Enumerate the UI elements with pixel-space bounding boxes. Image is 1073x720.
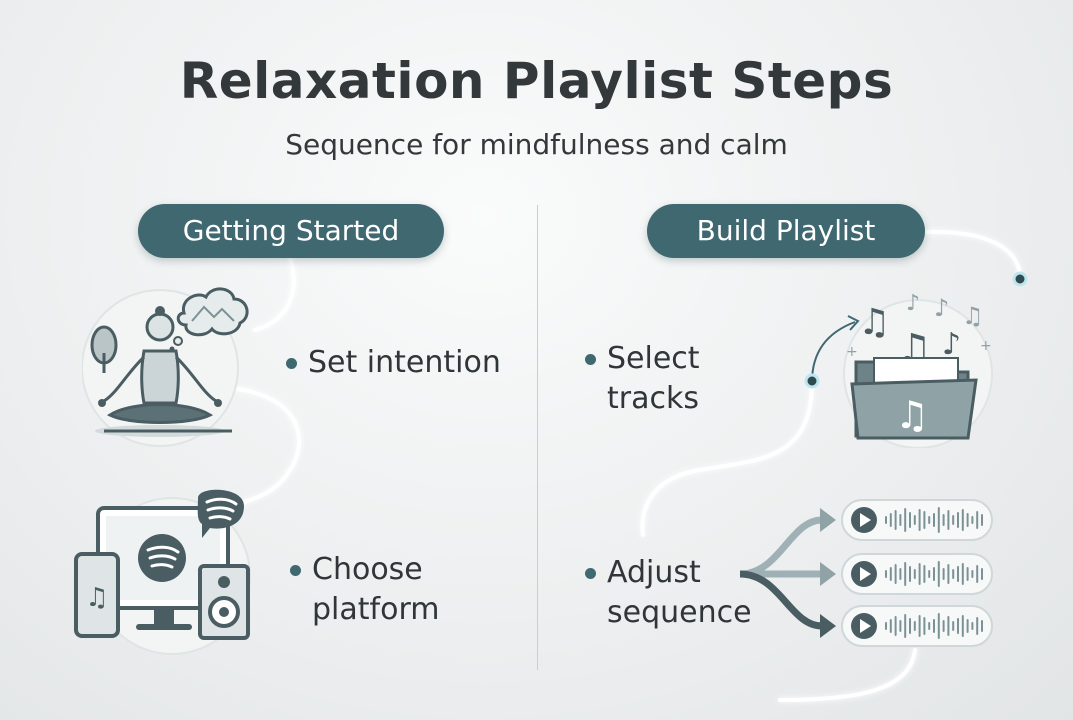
bullet-dot — [286, 358, 297, 369]
svg-text:+: + — [846, 344, 858, 360]
bullet-dot — [585, 354, 596, 365]
section-pill-getting-started: Getting Started — [138, 204, 444, 258]
track-bar-2 — [841, 553, 993, 595]
connector-left-mid — [228, 386, 302, 507]
svg-text:♫: ♫ — [895, 393, 929, 437]
svg-text:♫: ♫ — [858, 302, 890, 343]
column-divider — [537, 205, 538, 670]
svg-text:♫: ♫ — [85, 583, 108, 613]
connector-node-2 — [804, 373, 820, 389]
step-line: platform — [312, 592, 440, 627]
step-choose-platform: Choose platform — [290, 550, 440, 630]
step-line: tracks — [607, 381, 699, 416]
connector-left-top — [253, 256, 296, 332]
page-title: Relaxation Playlist Steps — [179, 52, 894, 110]
step-line: Choose — [312, 552, 423, 587]
connector-right-top — [923, 229, 1022, 280]
svg-text:♫: ♫ — [962, 302, 984, 330]
audio-tracks-icon — [740, 499, 993, 647]
step-set-intention: Set intention — [286, 343, 501, 383]
svg-text:♪: ♪ — [942, 327, 961, 362]
track-bar-3 — [841, 605, 993, 647]
svg-text:+: + — [980, 338, 992, 354]
connector-right-bottom — [778, 648, 917, 702]
svg-text:♪: ♪ — [906, 291, 920, 316]
meditation-icon — [82, 287, 249, 447]
step-line: Adjust — [607, 555, 701, 590]
connector-node-1 — [1012, 271, 1028, 287]
connector-right-mid — [640, 380, 814, 537]
section-pill-build-playlist: Build Playlist — [647, 204, 925, 258]
music-folder-icon: ♫ ♪ ♪ ♫ ♫ ♪ + + ♫ — [843, 291, 993, 448]
step-adjust-sequence: Adjust sequence — [585, 553, 752, 633]
page-subtitle: Sequence for mindfulness and calm — [285, 128, 788, 161]
bullet-dot — [290, 565, 301, 576]
step-line: Set intention — [308, 345, 501, 380]
step-line: Select — [607, 341, 700, 376]
bullet-dot — [585, 568, 596, 579]
track-bar-1 — [841, 499, 993, 541]
step-line: sequence — [607, 595, 752, 630]
step-select-tracks: Select tracks — [585, 339, 700, 419]
svg-text:♪: ♪ — [934, 294, 949, 322]
streaming-devices-icon: ♫ — [74, 489, 251, 655]
